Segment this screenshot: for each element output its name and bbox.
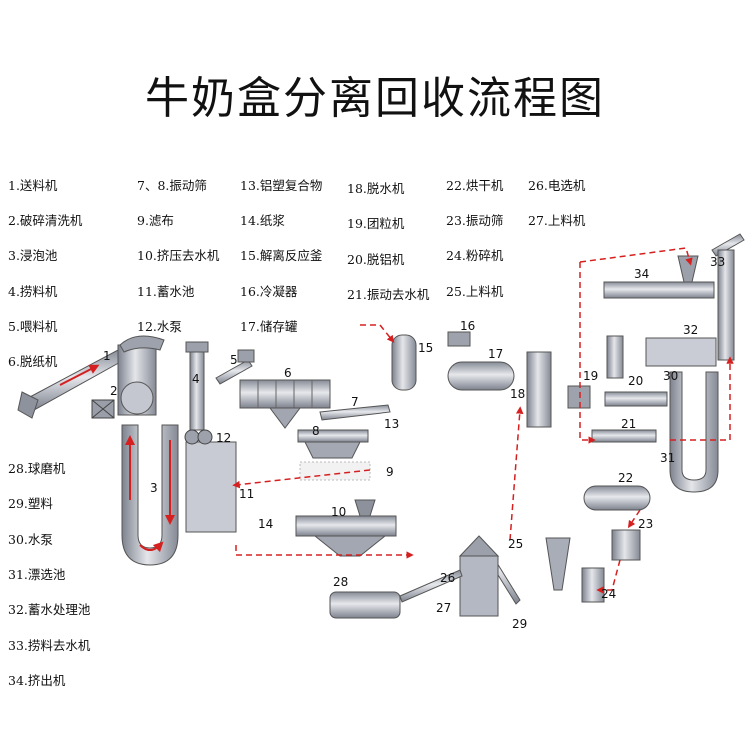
legend-item: 12.水泵 [137,319,182,334]
granulator-19 [567,385,591,409]
callout-number: 20 [628,374,643,388]
water-tank-11 [185,441,237,533]
reactor-15 [391,334,417,391]
legend-item: 10.挤压去水机 [137,248,220,263]
legend-item: 9.滤布 [137,213,174,228]
ball-mill-28 [329,591,401,619]
legend-item: 27.上料机 [528,213,586,228]
callout-number: 1 [103,349,111,363]
crusher-washer-2 [91,335,165,419]
callout-number: 27 [436,601,451,615]
callout-number: 32 [683,323,698,337]
vibrating-screens-7-8 [297,404,391,459]
callout-number: 17 [488,347,503,361]
legend-item: 1.送料机 [8,178,58,193]
legend-item: 15.解离反应釜 [240,248,323,263]
callout-number: 23 [638,517,653,531]
flow-lines [232,247,734,594]
scoop-dewater-33 [711,233,745,361]
legend-item: 17.储存罐 [240,319,298,334]
dryer-22 [583,485,651,511]
callout-number: 8 [312,424,320,438]
callout-number: 13 [384,417,399,431]
legend-item: 22.烘干机 [446,178,504,193]
legend-item: 24.粉碎机 [446,248,504,263]
legend-item: 26.电选机 [528,178,586,193]
equipment-numbers: 1 2 3 4 5 6 7 8 9 10 11 12 13 14 15 16 1… [103,255,725,631]
callout-number: 11 [239,487,254,501]
callout-number: 31 [660,451,675,465]
callout-number: 2 [110,384,118,398]
callout-number: 21 [621,417,636,431]
legend-item: 20.脱铝机 [347,252,405,267]
legend-item: 3.浸泡池 [8,248,58,263]
vibrating-screen-23 [611,529,641,561]
callout-number: 15 [418,341,433,355]
callout-number: 29 [512,617,527,631]
callout-number: 22 [618,471,633,485]
electrostatic-separator-26 [458,535,500,617]
legend-item: 14.纸浆 [240,213,285,228]
callout-number: 28 [333,575,348,589]
legend-item: 32.蓄水处理池 [8,602,91,617]
legend-item: 5.喂料机 [8,319,58,334]
callout-number: 18 [510,387,525,401]
loader-27 [399,569,463,603]
legend-item: 16.冷凝器 [240,284,298,299]
float-tank-31 [669,371,719,493]
soaking-pool-3 [121,424,179,566]
crusher-24 [545,537,605,603]
legend-item: 6.脱纸机 [8,354,58,369]
dewaterer-18 [526,351,552,428]
callout-number: 4 [192,372,200,386]
water-pump-12 [184,429,213,445]
legend-item: 28.球磨机 [8,461,66,476]
callout-number: 34 [634,267,649,281]
callout-number: 12 [216,431,231,445]
legend-item: 23.振动筛 [446,213,504,228]
legend-item: 30.水泵 [8,532,53,547]
extruder-34 [603,255,715,299]
legend-item: 13.铝塑复合物 [240,178,323,193]
callout-number: 16 [460,319,475,333]
callout-number: 6 [284,366,292,380]
legend-item: 11.蓄水池 [137,284,195,299]
condenser-16 [447,331,471,347]
legend-item: 4.捞料机 [8,284,58,299]
screw-press-10 [295,499,397,557]
legend-item: 31.漂选池 [8,567,66,582]
vibrating-dewater-21 [591,429,657,443]
legend-item: 18.脱水机 [347,181,405,196]
legend-item: 25.上料机 [446,284,504,299]
callout-number: 10 [331,505,346,519]
legend-item: 29.塑料 [8,496,53,511]
callout-number: 7 [351,395,359,409]
callout-number: 33 [710,255,725,269]
callout-number: 19 [583,369,598,383]
dealuminum-20 [604,335,668,407]
legend-item: 7、8.振动筛 [137,178,207,193]
legend-item: 33.捞料去水机 [8,638,91,653]
callout-number: 5 [230,353,238,367]
depaper-machine-6 [239,379,331,429]
callout-number: 3 [150,481,158,495]
legend-item: 19.团粒机 [347,216,405,231]
callout-number: 9 [386,465,394,479]
callout-number: 25 [508,537,523,551]
callout-number: 24 [601,587,616,601]
feeder-5 [215,349,255,385]
callout-number: 26 [440,571,455,585]
scooper-4 [185,341,209,431]
callout-number: 14 [258,517,273,531]
storage-tank-17 [447,361,515,391]
callout-number: 30 [663,369,678,383]
legend-item: 34.挤出机 [8,673,66,688]
page-title: 牛奶盒分离回收流程图 [145,73,605,124]
treatment-tank-32 [645,337,717,367]
legend-item: 21.振动去水机 [347,287,430,302]
legend-item: 2.破碎清洗机 [8,213,83,228]
